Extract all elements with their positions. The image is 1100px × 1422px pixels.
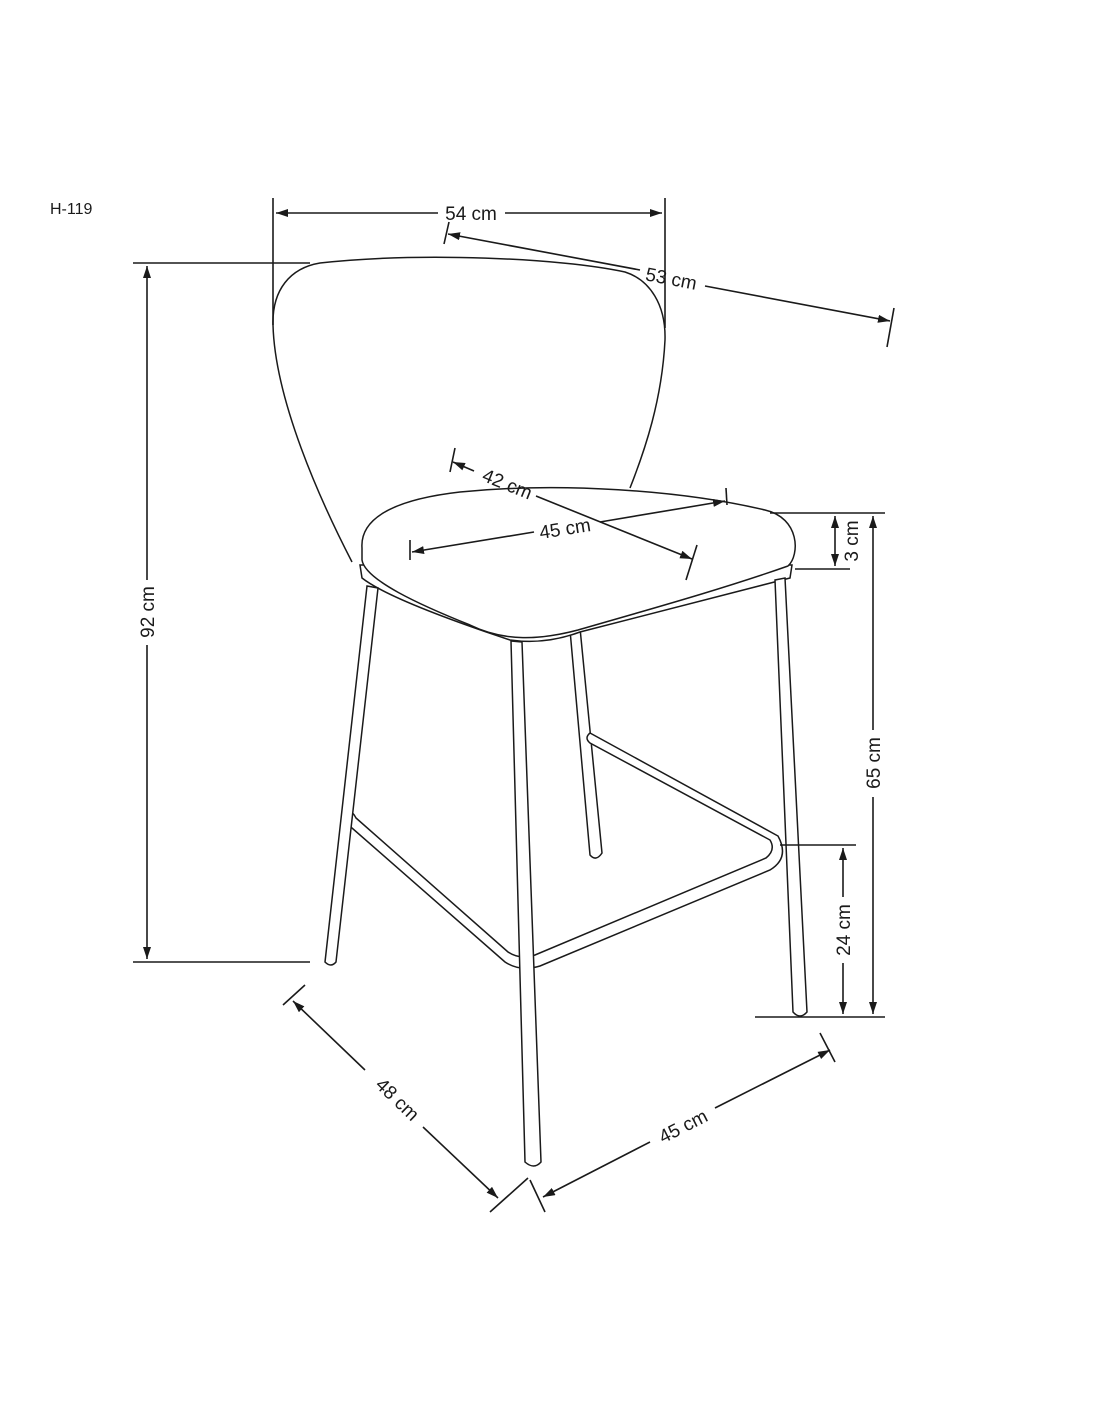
- svg-text:65 cm: 65 cm: [864, 737, 885, 789]
- leg-front-left: [324, 585, 379, 966]
- dimension-footrest-height: 24 cm: [755, 844, 885, 1018]
- dimension-base-width: 45 cm: [529, 1032, 836, 1213]
- model-code: H-119: [50, 201, 92, 218]
- dimension-seat-height: 65 cm: [864, 516, 885, 1014]
- dimension-width-top: 54 cm: [272, 198, 666, 328]
- seat-cushion: [361, 486, 796, 639]
- svg-text:3 cm: 3 cm: [842, 520, 863, 561]
- svg-text:45 cm: 45 cm: [656, 1106, 712, 1148]
- dimension-seat-thickness: 3 cm: [770, 512, 885, 570]
- leg-front-right: [774, 577, 808, 1017]
- svg-text:48 cm: 48 cm: [371, 1075, 423, 1126]
- dimension-base-depth: 48 cm: [282, 984, 529, 1213]
- svg-text:54 cm: 54 cm: [445, 204, 497, 225]
- dimension-total-height: 92 cm: [133, 262, 310, 963]
- backrest: [272, 256, 666, 563]
- stool-drawing: [272, 256, 808, 1167]
- svg-text:92 cm: 92 cm: [138, 586, 159, 638]
- footrest: [345, 732, 784, 969]
- svg-text:24 cm: 24 cm: [834, 904, 855, 956]
- leg-back-right: [569, 627, 603, 859]
- leg-front-center: [510, 640, 542, 1167]
